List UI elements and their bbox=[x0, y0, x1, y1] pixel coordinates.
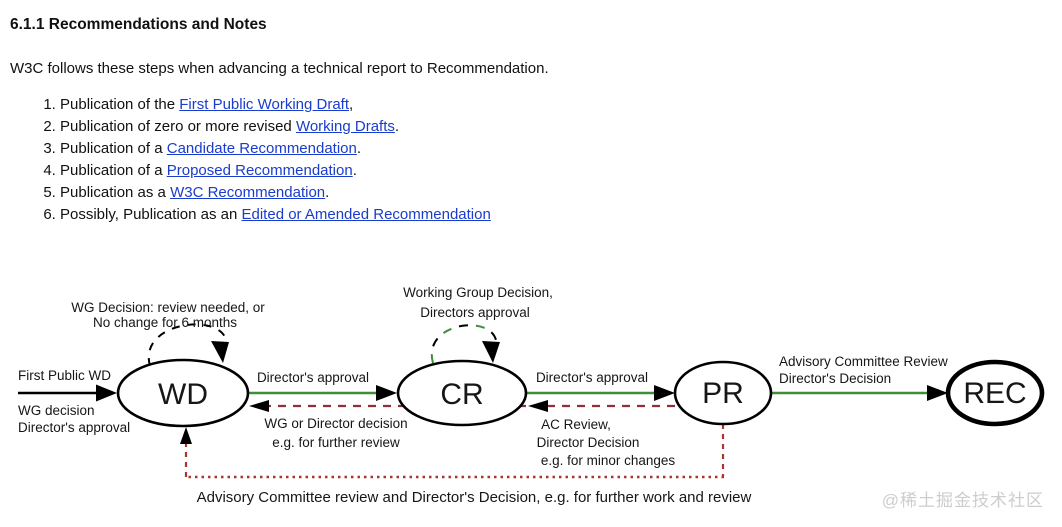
wd-cr-arrowhead bbox=[376, 385, 397, 401]
cr-loop-label-2: Directors approval bbox=[420, 305, 530, 320]
wd-node-label: WD bbox=[158, 378, 208, 411]
cr-wd-back-arrowhead bbox=[249, 400, 269, 412]
link-w3c-recommendation[interactable]: W3C Recommendation bbox=[170, 184, 326, 201]
cr-node-label: CR bbox=[440, 378, 483, 411]
step-text: Possibly, Publication as an bbox=[60, 206, 242, 223]
pr-node-label: PR bbox=[702, 377, 744, 410]
wd-loop-label-1: WG Decision: review needed, or bbox=[71, 300, 265, 315]
step-text: Publication of a bbox=[60, 140, 167, 157]
step-item-1: Publication of the First Public Working … bbox=[60, 94, 1062, 116]
step-suffix: , bbox=[349, 96, 354, 113]
step-suffix: . bbox=[325, 184, 330, 201]
incoming-bottom-label-1: WG decision bbox=[18, 403, 95, 418]
process-diagram: WD CR PR REC First Public WD WG decision… bbox=[0, 270, 1062, 522]
watermark: @稀土掘金技术社区 bbox=[881, 491, 1044, 510]
step-item-6: Possibly, Publication as an Edited or Am… bbox=[60, 204, 1062, 226]
step-item-5: Publication as a W3C Recommendation. bbox=[60, 182, 1062, 204]
incoming-bottom-label-2: Director's approval bbox=[18, 420, 130, 435]
pr-rec-label-1: Advisory Committee Review bbox=[779, 354, 948, 369]
cr-self-loop-arrowhead bbox=[482, 341, 500, 363]
pr-cr-back-label-3: e.g. for minor changes bbox=[541, 453, 676, 468]
step-item-3: Publication of a Candidate Recommendatio… bbox=[60, 138, 1062, 160]
pr-cr-back-label-2: Director Decision bbox=[537, 435, 640, 450]
rec-node bbox=[945, 359, 1045, 427]
wd-node bbox=[116, 358, 250, 428]
rec-node-label: REC bbox=[963, 377, 1026, 410]
cr-pr-arrowhead bbox=[654, 385, 675, 401]
incoming-arrowhead bbox=[96, 384, 117, 402]
process-diagram-svg: WD CR PR REC First Public WD WG decision… bbox=[18, 285, 1045, 506]
step-suffix: . bbox=[394, 118, 400, 135]
bottom-caption: Advisory Committee review and Director's… bbox=[197, 489, 752, 506]
wd-loop-label-2: No change for 6 months bbox=[93, 315, 237, 330]
cr-loop-label-1: Working Group Decision, bbox=[403, 285, 553, 300]
link-first-public-working-draft[interactable]: First Public Working Draft bbox=[179, 96, 350, 113]
document-body: 6.1.1 Recommendations and Notes W3C foll… bbox=[0, 15, 1062, 226]
pr-cr-back-arrowhead bbox=[528, 400, 548, 412]
step-suffix: . bbox=[356, 140, 362, 157]
step-text: Publication of the bbox=[60, 96, 180, 113]
pr-cr-back-label-1: AC Review, bbox=[541, 417, 611, 432]
wd-self-loop-arrowhead bbox=[211, 341, 229, 363]
pr-rec-label-2: Director's Decision bbox=[779, 371, 891, 386]
cr-wd-back-label-1: WG or Director decision bbox=[264, 416, 407, 431]
link-proposed-recommendation[interactable]: Proposed Recommendation bbox=[166, 162, 353, 179]
wd-cr-label: Director's approval bbox=[257, 370, 369, 385]
incoming-top-label: First Public WD bbox=[18, 368, 111, 383]
link-candidate-recommendation[interactable]: Candidate Recommendation bbox=[166, 140, 357, 157]
bottom-loop-arrowhead bbox=[180, 427, 192, 444]
link-working-drafts[interactable]: Working Drafts bbox=[295, 118, 395, 135]
pr-rec-arrowhead bbox=[927, 385, 948, 401]
cr-self-loop-black bbox=[430, 324, 498, 364]
intro-paragraph: W3C follows these steps when advancing a… bbox=[10, 60, 549, 77]
steps-list: Publication of the First Public Working … bbox=[10, 94, 1062, 226]
step-item-4: Publication of a Proposed Recommendation… bbox=[60, 160, 1062, 182]
wd-self-loop bbox=[147, 323, 228, 367]
link-edited-amended-recommendation[interactable]: Edited or Amended Recommendation bbox=[241, 206, 491, 223]
step-suffix: . bbox=[352, 162, 357, 179]
step-item-2: Publication of zero or more revised Work… bbox=[60, 116, 1062, 138]
step-text: Publication of a bbox=[60, 162, 167, 179]
cr-pr-label: Director's approval bbox=[536, 370, 648, 385]
step-text: Publication of zero or more revised bbox=[60, 118, 296, 135]
cr-node bbox=[396, 359, 528, 427]
pr-node bbox=[673, 360, 773, 426]
cr-wd-back-label-2: e.g. for further review bbox=[272, 435, 400, 450]
section-heading: 6.1.1 Recommendations and Notes bbox=[10, 16, 267, 33]
step-text: Publication as a bbox=[60, 184, 171, 201]
